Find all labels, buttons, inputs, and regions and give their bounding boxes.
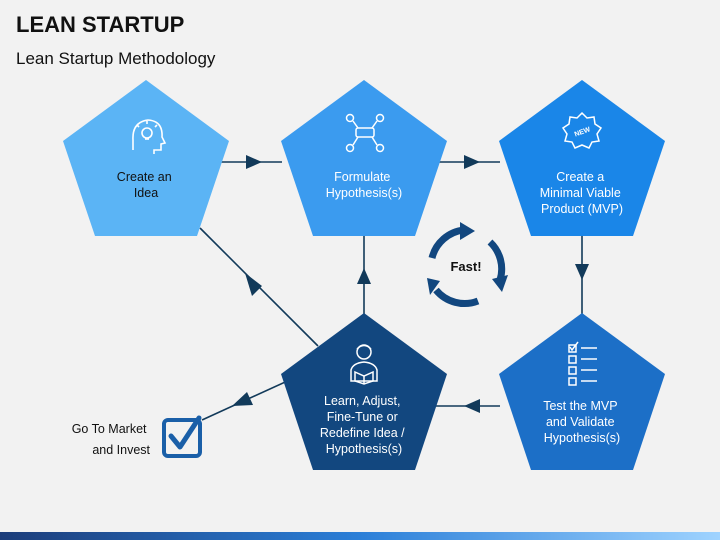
- cycle-arrows-icon: [428, 226, 506, 308]
- page-subtitle: Lean Startup Methodology: [16, 49, 216, 68]
- step-label-line: Formulate: [334, 170, 390, 184]
- step-formulate-hypothesis: Formulate Hypothesis(s): [281, 80, 447, 236]
- checklist-icon: [568, 341, 597, 386]
- step-test-mvp: Test the MVP and Validate Hypothesis(s): [499, 313, 665, 470]
- exit-label-line: and Invest: [92, 443, 150, 457]
- step-label-line: Fine-Tune or: [327, 410, 398, 424]
- arrowhead-learn-to-hypothesis: [357, 268, 371, 284]
- mind-map-icon: [345, 113, 385, 153]
- step-label-line: Idea: [134, 186, 158, 200]
- step-create-mvp: NEW Create a Minimal Viable Product (MVP…: [499, 80, 665, 236]
- arrowhead-idea-to-hypothesis: [246, 155, 262, 169]
- step-label-line: Hypothesis(s): [544, 431, 620, 445]
- cycle-label: Fast!: [450, 259, 481, 274]
- step-label-line: and Validate: [546, 415, 615, 429]
- page-title: LEAN STARTUP: [16, 12, 185, 37]
- step-label-formulate-hypothesis: Formulate Hypothesis(s): [326, 170, 402, 200]
- step-create-idea: Create an Idea: [63, 80, 229, 236]
- step-label-line: Product (MVP): [541, 202, 623, 216]
- exit-go-to-market: Go To Market and Invest: [72, 415, 202, 458]
- pentagon-test-mvp: [499, 313, 665, 470]
- step-label-create-mvp: Create a Minimal Viable Product (MVP): [540, 170, 625, 216]
- arrowhead-hypothesis-to-mvp: [464, 155, 480, 169]
- step-learn-adjust: Learn, Adjust, Fine-Tune or Redefine Ide…: [281, 313, 447, 470]
- step-label-line: Hypothesis(s): [326, 442, 402, 456]
- pentagon-learn-adjust: [281, 313, 447, 470]
- step-label-line: Test the MVP: [543, 399, 617, 413]
- arrowhead-learn-to-idea: [245, 273, 262, 296]
- arrowhead-mvp-to-test: [575, 264, 589, 280]
- arrowhead-test-to-learn: [464, 399, 480, 413]
- exit-label-line: Go To Market: [72, 422, 147, 436]
- step-label-line: Redefine Idea /: [320, 426, 405, 440]
- step-label-learn-adjust: Learn, Adjust, Fine-Tune or Redefine Ide…: [320, 394, 408, 456]
- pentagon-create-mvp: [499, 80, 665, 236]
- step-label-line: Create an: [117, 170, 172, 184]
- step-label-create-idea: Create an Idea: [117, 170, 175, 200]
- footer-gradient-bar: [0, 532, 720, 540]
- step-label-test-mvp: Test the MVP and Validate Hypothesis(s): [543, 399, 621, 445]
- person-reading-icon: [350, 344, 378, 385]
- pentagon-create-idea: [63, 80, 229, 236]
- pentagon-formulate-hypothesis: [281, 80, 447, 236]
- step-label-line: Create a: [556, 170, 604, 184]
- step-label-line: Minimal Viable: [540, 186, 621, 200]
- arrowhead-learn-to-market: [232, 392, 253, 406]
- head-bulb-icon: [132, 119, 167, 154]
- step-label-line: Hypothesis(s): [326, 186, 402, 200]
- exit-label: Go To Market and Invest: [72, 422, 151, 457]
- step-label-line: Learn, Adjust,: [324, 394, 400, 408]
- checkbox-icon: [162, 415, 202, 458]
- cycle-arrowheads: [427, 222, 508, 295]
